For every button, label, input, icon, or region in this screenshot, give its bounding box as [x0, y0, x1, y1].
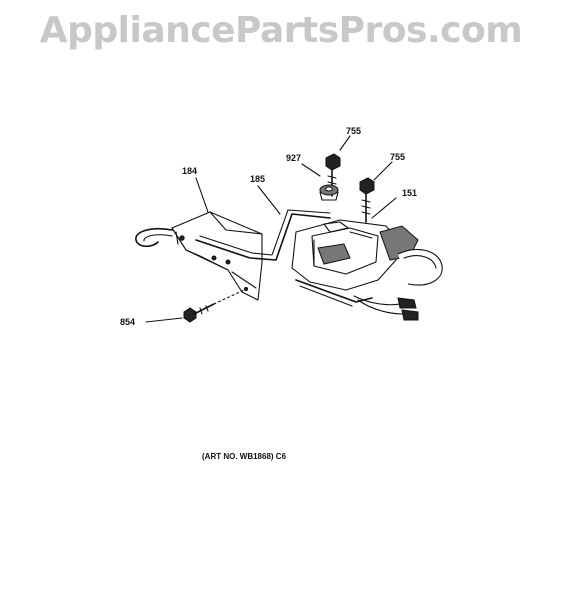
callout-185: 185: [250, 174, 265, 184]
screw-755-right: [359, 177, 375, 223]
callout-854: 854: [120, 317, 135, 327]
callout-151: 151: [402, 188, 417, 198]
washer-927: [319, 184, 339, 201]
leader-lines: [145, 135, 397, 323]
callout-927: 927: [286, 153, 301, 163]
art-number-label: (ART NO. WB1868) C6: [202, 452, 287, 461]
callout-755-top: 755: [346, 126, 361, 136]
bracket-184: [171, 211, 263, 301]
screw-854: [183, 286, 249, 323]
rod-185: [195, 209, 331, 261]
hook: [135, 227, 173, 248]
callout-184: 184: [182, 166, 197, 176]
watermark-logo-text: AppliancePartsPros.com: [39, 10, 523, 51]
callout-755-right: 755: [390, 152, 405, 162]
wire-harness: [353, 295, 419, 321]
motor-151: [291, 219, 443, 307]
